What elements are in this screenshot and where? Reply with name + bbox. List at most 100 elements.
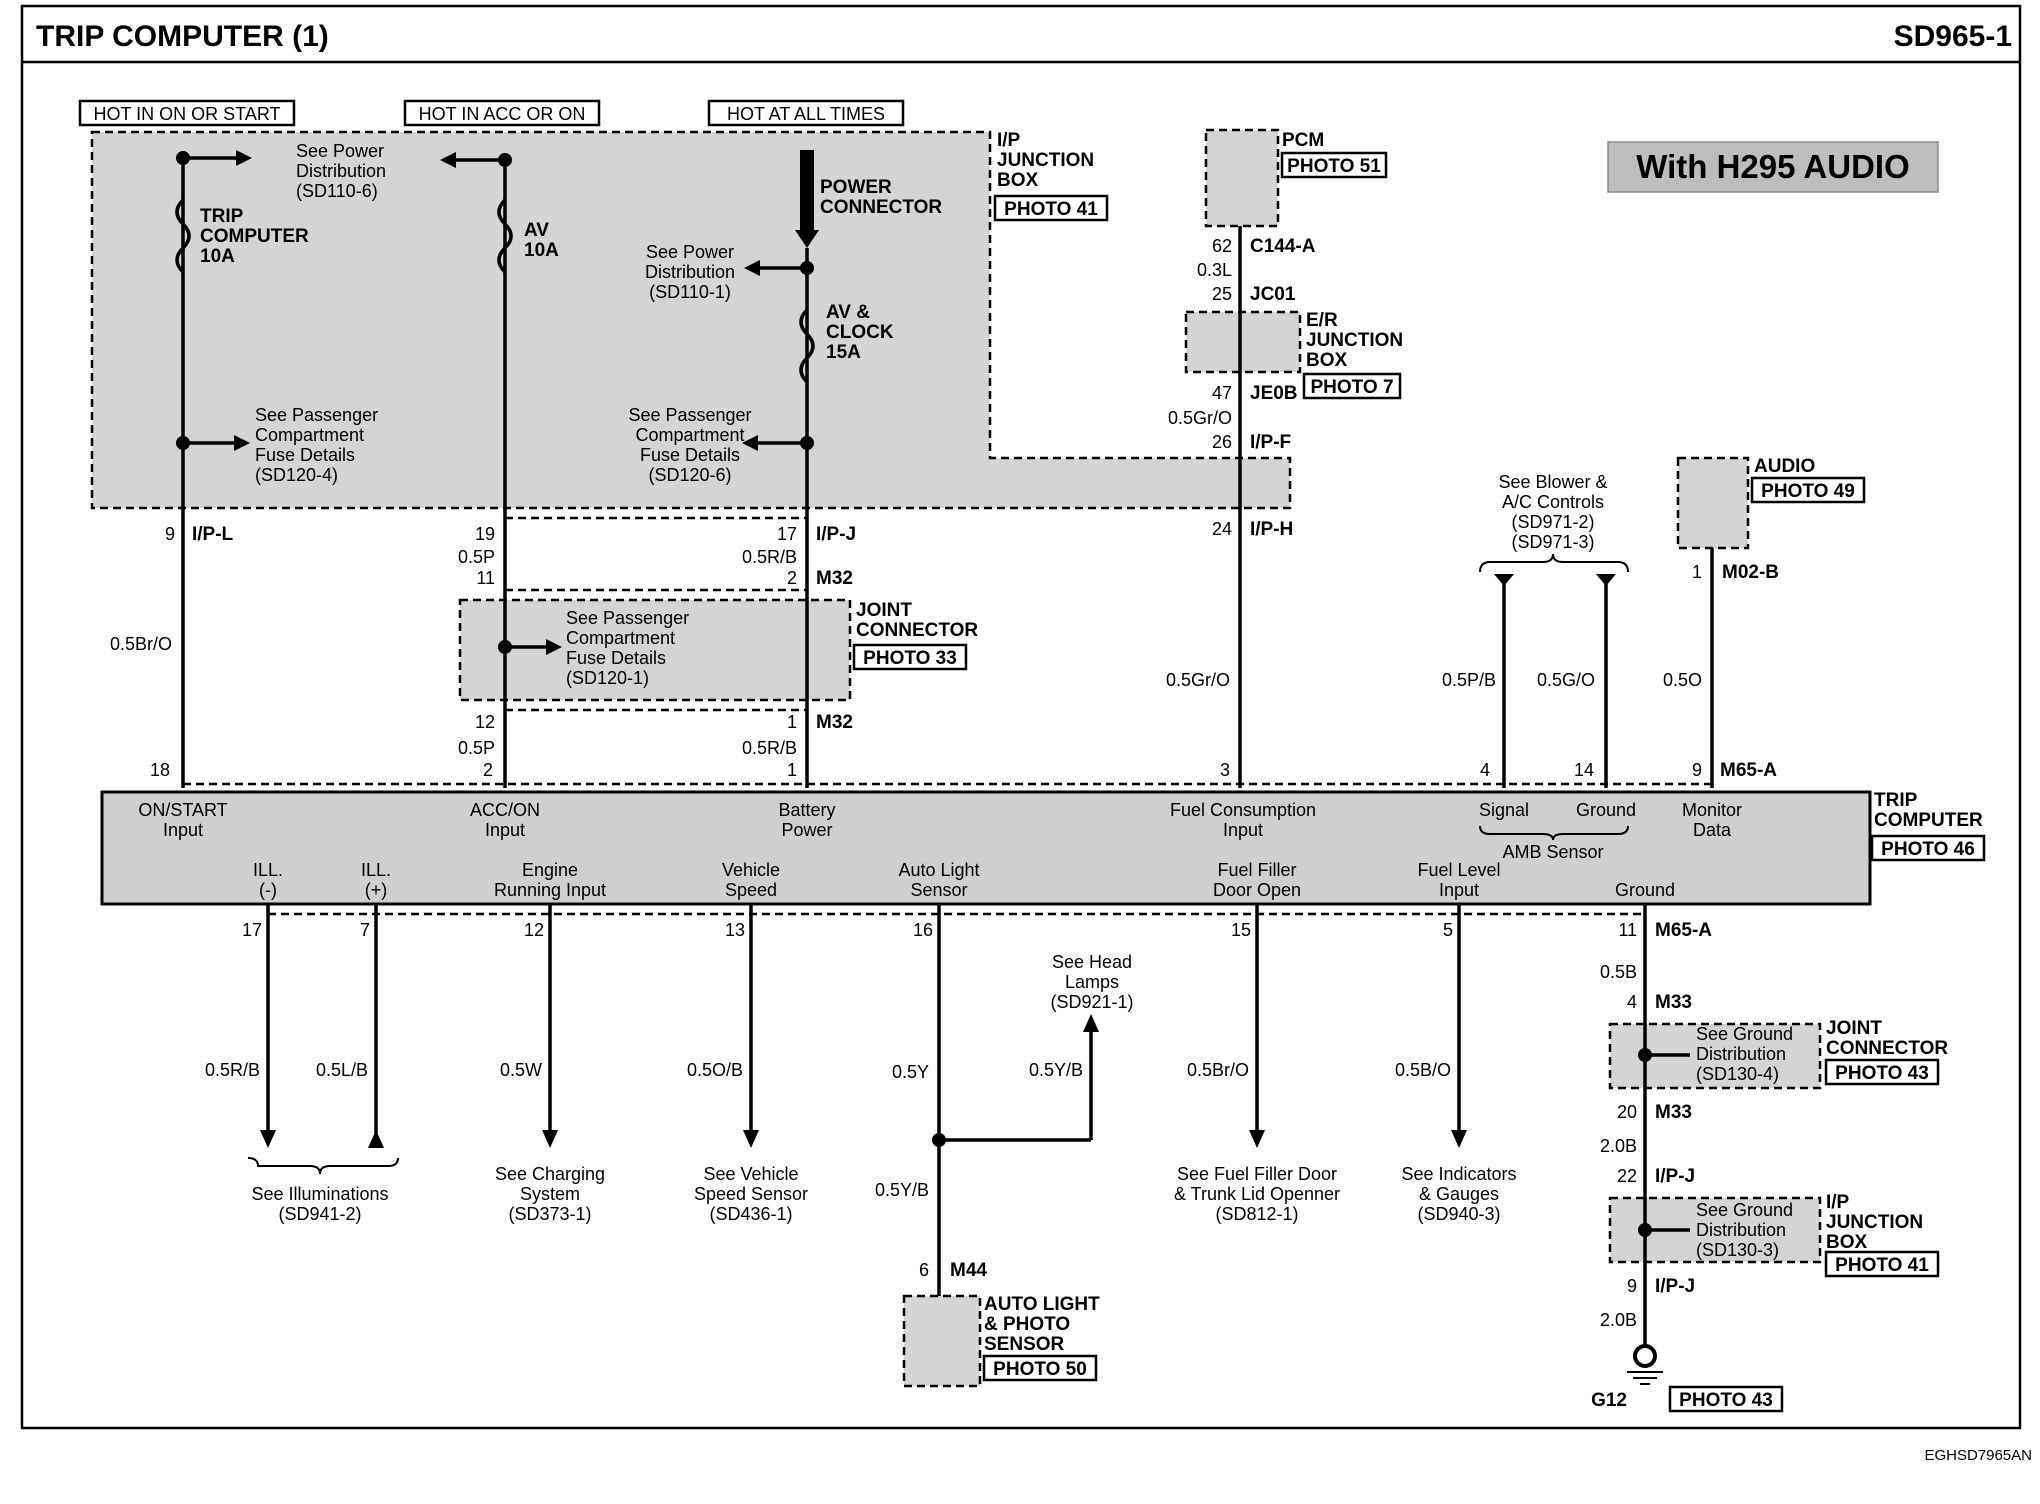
svg-text:I/P-J: I/P-J	[1655, 1166, 1695, 1187]
svg-text:17: 17	[777, 524, 797, 544]
svg-text:BOX: BOX	[997, 170, 1039, 191]
joint-connector-box	[458, 598, 852, 702]
svg-text:Door Open: Door Open	[1213, 880, 1301, 900]
svg-text:2.0B: 2.0B	[1600, 1136, 1637, 1156]
svg-text:(SD812-1): (SD812-1)	[1215, 1204, 1298, 1224]
svg-text:11: 11	[476, 568, 495, 588]
svg-text:Speed: Speed	[725, 880, 777, 900]
svg-text:See Power: See Power	[646, 242, 734, 262]
svg-text:Speed Sensor: Speed Sensor	[694, 1184, 808, 1204]
svg-text:PHOTO 51: PHOTO 51	[1287, 156, 1381, 177]
svg-text:Power: Power	[781, 820, 832, 840]
svg-text:(SD373-1): (SD373-1)	[508, 1204, 591, 1224]
svg-text:PHOTO 50: PHOTO 50	[993, 1359, 1087, 1380]
svg-text:Input: Input	[1439, 880, 1479, 900]
svg-text:See Blower &: See Blower &	[1498, 472, 1607, 492]
svg-text:4: 4	[1627, 992, 1637, 1012]
svg-text:0.5Br/O: 0.5Br/O	[110, 634, 172, 654]
svg-text:See Passenger: See Passenger	[255, 405, 378, 425]
svg-text:AUDIO: AUDIO	[1754, 456, 1815, 477]
svg-text:M44: M44	[950, 1260, 987, 1281]
svg-text:0.3L: 0.3L	[1197, 260, 1232, 280]
svg-text:M32: M32	[816, 568, 853, 589]
svg-text:PHOTO 43: PHOTO 43	[1835, 1063, 1929, 1084]
svg-text:5: 5	[1443, 920, 1453, 940]
svg-text:BOX: BOX	[1826, 1232, 1868, 1253]
svg-text:24: 24	[1212, 519, 1232, 539]
svg-text:(+): (+)	[365, 880, 388, 900]
svg-text:See Ground: See Ground	[1696, 1024, 1793, 1044]
svg-text:2.0B: 2.0B	[1600, 1310, 1637, 1330]
svg-text:COMPUTER: COMPUTER	[1874, 810, 1983, 831]
svg-text:6: 6	[919, 1260, 929, 1280]
svg-text:(SD130-4): (SD130-4)	[1696, 1064, 1779, 1084]
svg-text:Distribution: Distribution	[1696, 1044, 1786, 1064]
svg-text:Ground: Ground	[1576, 800, 1636, 820]
svg-text:See Illuminations: See Illuminations	[251, 1184, 388, 1204]
svg-text:9: 9	[165, 524, 175, 544]
svg-text:PHOTO 41: PHOTO 41	[1835, 1255, 1929, 1276]
svg-text:20: 20	[1617, 1102, 1637, 1122]
svg-text:M32: M32	[816, 712, 853, 733]
svg-text:(SD971-3): (SD971-3)	[1511, 532, 1594, 552]
svg-text:0.5R/B: 0.5R/B	[742, 547, 797, 567]
svg-text:G12: G12	[1591, 1390, 1627, 1411]
svg-text:0.5B/O: 0.5B/O	[1395, 1060, 1451, 1080]
svg-text:0.5Y: 0.5Y	[892, 1062, 929, 1082]
svg-text:CLOCK: CLOCK	[826, 322, 894, 343]
svg-text:See Passenger: See Passenger	[566, 608, 689, 628]
svg-text:See Passenger: See Passenger	[628, 405, 751, 425]
svg-text:22: 22	[1617, 1166, 1637, 1186]
svg-text:(-): (-)	[259, 880, 277, 900]
svg-text:0.5R/B: 0.5R/B	[742, 738, 797, 758]
svg-text:10A: 10A	[200, 246, 235, 267]
svg-text:15A: 15A	[826, 342, 861, 363]
ip-junction-box	[90, 130, 1292, 510]
diagram-code: SD965-1	[1894, 20, 2012, 53]
svg-text:Fuel Consumption: Fuel Consumption	[1170, 800, 1316, 820]
ground-icon	[1633, 1344, 1657, 1368]
svg-text:Sensor: Sensor	[910, 880, 967, 900]
svg-text:I/P-F: I/P-F	[1250, 432, 1291, 453]
svg-text:Fuel Level: Fuel Level	[1417, 860, 1500, 880]
svg-text:JUNCTION: JUNCTION	[1826, 1212, 1923, 1233]
diagram-frame	[20, 4, 2022, 1430]
svg-text:AUTO LIGHT: AUTO LIGHT	[984, 1294, 1100, 1315]
svg-text:1: 1	[787, 712, 797, 732]
ipjb-label: I/P	[997, 130, 1021, 151]
svg-text:Input: Input	[485, 820, 525, 840]
svg-text:26: 26	[1212, 432, 1232, 452]
svg-text:ILL.: ILL.	[253, 860, 283, 880]
svg-text:& Gauges: & Gauges	[1419, 1184, 1499, 1204]
svg-text:Distribution: Distribution	[296, 161, 386, 181]
svg-text:9: 9	[1692, 760, 1702, 780]
svg-text:15: 15	[1231, 920, 1251, 940]
svg-text:See Vehicle: See Vehicle	[703, 1164, 798, 1184]
svg-text:I/P-J: I/P-J	[816, 524, 856, 545]
svg-text:(SD120-4): (SD120-4)	[255, 465, 338, 485]
svg-text:M65-A: M65-A	[1720, 760, 1777, 781]
svg-text:See Ground: See Ground	[1696, 1200, 1793, 1220]
svg-text:A/C Controls: A/C Controls	[1502, 492, 1604, 512]
svg-text:PHOTO 46: PHOTO 46	[1881, 839, 1975, 860]
svg-text:ACC/ON: ACC/ON	[470, 800, 540, 820]
svg-text:Signal: Signal	[1479, 800, 1529, 820]
svg-text:0.5Y/B: 0.5Y/B	[1029, 1060, 1083, 1080]
svg-text:17: 17	[242, 920, 262, 940]
trip-computer-box	[100, 790, 1872, 906]
svg-text:See Power: See Power	[296, 141, 384, 161]
svg-text:0.5W: 0.5W	[500, 1060, 542, 1080]
hot-header-all: HOT AT ALL TIMES	[727, 104, 885, 124]
svg-text:Running Input: Running Input	[494, 880, 606, 900]
svg-text:0.5L/B: 0.5L/B	[316, 1060, 368, 1080]
svg-text:(SD971-2): (SD971-2)	[1511, 512, 1594, 532]
svg-text:Ground: Ground	[1615, 880, 1675, 900]
svg-text:CONNECTOR: CONNECTOR	[856, 620, 978, 641]
svg-text:Compartment: Compartment	[566, 628, 675, 648]
svg-text:Compartment: Compartment	[635, 425, 744, 445]
svg-text:AV: AV	[524, 220, 549, 241]
svg-text:Lamps: Lamps	[1065, 972, 1119, 992]
svg-text:TRIP: TRIP	[1874, 790, 1918, 811]
svg-text:2: 2	[483, 760, 493, 780]
